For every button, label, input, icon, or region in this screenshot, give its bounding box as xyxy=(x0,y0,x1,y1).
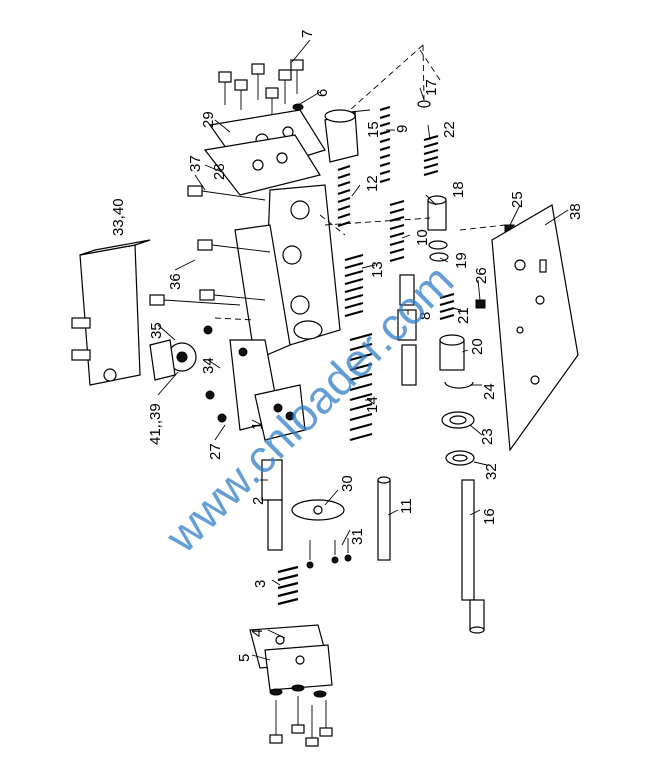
long-bolts xyxy=(149,185,271,306)
bearing-32 xyxy=(445,450,475,466)
callout-label: 30 xyxy=(339,475,356,492)
callout-label: 11 xyxy=(398,498,415,514)
callout-label: 4 xyxy=(249,629,266,637)
callout-label: 3 xyxy=(252,580,269,588)
callout-label: 22 xyxy=(441,121,458,138)
spring-14 xyxy=(349,332,373,442)
alignment-lines xyxy=(214,44,506,321)
callout-label: 12 xyxy=(364,175,381,192)
callout-label: 1 xyxy=(249,422,266,430)
callout-label: 17 xyxy=(423,79,440,96)
o-ring-17 xyxy=(417,100,431,108)
spring-9 xyxy=(379,105,391,184)
piston-20 xyxy=(439,334,465,371)
callout-label: 32 xyxy=(483,463,500,480)
callout-label: 19 xyxy=(453,252,470,269)
callout-label: 8 xyxy=(417,312,434,320)
spring-22 xyxy=(423,134,439,177)
end-block-5 xyxy=(264,644,333,691)
callout-label: 28 xyxy=(211,163,228,180)
callout-label: 27 xyxy=(207,443,224,460)
callout-label: 18 xyxy=(450,181,467,198)
callout-label: 10 xyxy=(414,229,431,246)
rod-11 xyxy=(377,476,391,561)
callout-label: 14 xyxy=(364,396,381,413)
callout-label: 35 xyxy=(148,322,165,339)
spring-21 xyxy=(439,292,455,321)
ring-19b xyxy=(429,252,449,262)
retainer-30 xyxy=(291,499,345,521)
callout-label: 36 xyxy=(167,273,184,290)
callout-label: 38 xyxy=(567,203,584,220)
snap-ring-24 xyxy=(444,381,474,389)
bearing-23 xyxy=(441,411,475,429)
callout-label: 2 xyxy=(250,497,267,505)
callout-label: 23 xyxy=(479,428,496,445)
callout-label: 41,,39 xyxy=(147,403,164,445)
valve-assembly xyxy=(149,339,197,381)
callout-label: 25 xyxy=(509,191,526,208)
plug-26 xyxy=(475,299,486,309)
cap xyxy=(324,109,359,163)
callout-label: 13 xyxy=(369,261,386,278)
callout-label: 24 xyxy=(481,383,498,400)
callout-label: 9 xyxy=(394,125,411,133)
callout-label: 29 xyxy=(200,111,217,128)
screws-31 xyxy=(306,538,352,569)
separator-plate xyxy=(491,204,579,452)
callout-label: 33,40 xyxy=(110,198,127,236)
callout-label: 20 xyxy=(469,338,486,355)
sleeve-18 xyxy=(427,195,447,231)
spring-13 xyxy=(344,253,364,318)
callout-label: 15 xyxy=(365,121,382,138)
callout-label: 34 xyxy=(200,357,217,374)
ring-19a xyxy=(428,240,448,250)
leader-lines xyxy=(157,39,569,661)
callout-label: 21 xyxy=(455,307,472,324)
callout-label: 7 xyxy=(299,30,316,38)
callout-label: 6 xyxy=(314,89,331,97)
callout-labels: 7 6 17 15 9 22 29 37 28 12 18 25 38 33,4… xyxy=(110,30,584,662)
callout-label: 16 xyxy=(481,508,498,525)
callout-label: 37 xyxy=(187,155,204,172)
spool-2 xyxy=(261,459,283,551)
spring-12 xyxy=(337,164,351,228)
bolt-group-bottom xyxy=(269,684,333,747)
shaft-16 xyxy=(461,479,485,634)
solenoid xyxy=(71,239,151,386)
bolt-group-top xyxy=(218,59,304,128)
valve-body xyxy=(229,184,341,441)
callout-label: 31 xyxy=(349,528,366,545)
callout-label: 5 xyxy=(236,654,253,662)
callout-label: 26 xyxy=(473,267,490,284)
spring-10 xyxy=(389,199,405,263)
spool-8 xyxy=(397,274,417,386)
spring-3 xyxy=(277,565,299,606)
